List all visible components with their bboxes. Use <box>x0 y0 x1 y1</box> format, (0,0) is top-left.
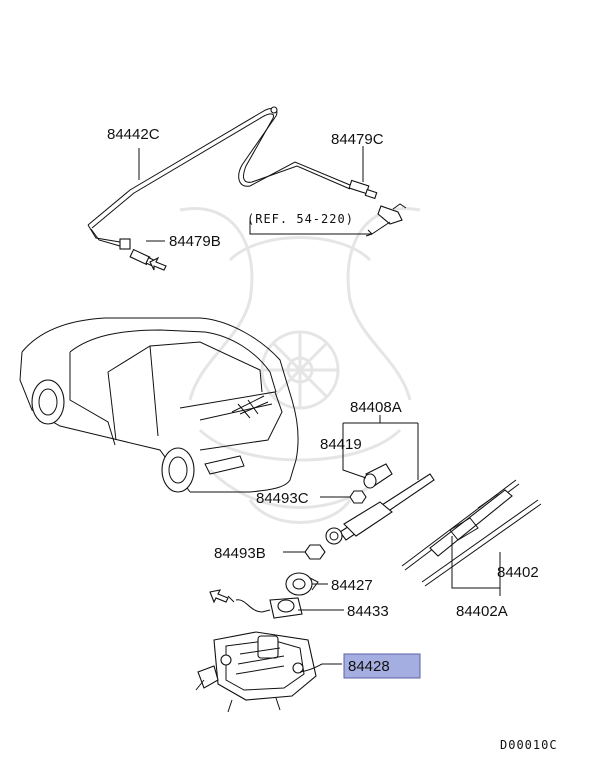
leader-lines <box>138 146 501 665</box>
washer-nozzle <box>377 203 407 225</box>
label-reference: (REF. 54-220) <box>247 212 354 226</box>
bracket-84433 <box>227 595 303 619</box>
label-84493c: 84493C <box>256 490 309 507</box>
wiper-blade-assembly <box>401 479 520 571</box>
car-body <box>19 317 299 493</box>
label-84479c: 84479C <box>331 131 384 148</box>
doc-code: D00010C <box>500 738 558 752</box>
label-84479b: 84479B <box>169 233 221 250</box>
wiper-arm <box>325 473 435 545</box>
label-84442c: 84442C <box>107 126 160 143</box>
hose-joint-84479c <box>348 179 378 200</box>
arm-cap <box>363 463 393 489</box>
nut-84493c <box>349 490 367 504</box>
label-84408a: 84408A <box>350 399 402 416</box>
washer-hose <box>87 106 351 247</box>
direction-arrow-icon <box>149 256 167 271</box>
label-84419: 84419 <box>320 436 362 453</box>
nut-84493b <box>304 544 326 560</box>
direction-arrow-icon-2 <box>209 589 229 604</box>
label-84428[interactable]: 84428 <box>348 658 390 675</box>
part-labels: 84442C 84479C 84479B (REF. 54-220) 84408… <box>107 126 558 752</box>
wiper-blade-rubber <box>421 499 542 587</box>
reference-callout <box>249 220 391 237</box>
highlight-box-84428[interactable] <box>343 653 421 679</box>
label-84493b: 84493B <box>214 545 266 562</box>
wiper-motor <box>195 631 323 713</box>
label-84402a: 84402A <box>456 603 508 620</box>
label-84433: 84433 <box>347 603 389 620</box>
label-84402: 84402 <box>497 564 539 581</box>
label-84427: 84427 <box>331 577 373 594</box>
